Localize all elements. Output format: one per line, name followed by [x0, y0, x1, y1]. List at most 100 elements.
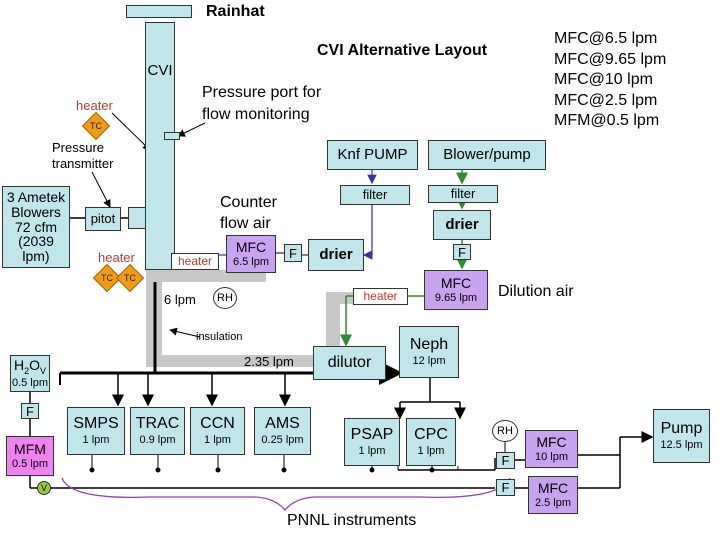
cvi-label: CVI	[147, 62, 173, 79]
drier-label: drier	[445, 216, 479, 234]
valve-label: V	[40, 483, 47, 493]
pitot-label: pitot	[90, 211, 116, 227]
tc-label: TC	[90, 121, 102, 131]
rainhat-label: Rainhat	[206, 3, 265, 20]
pressure-port	[164, 132, 180, 140]
mfc-counter-flow: MFC 6.5 lpm	[226, 235, 276, 273]
pitot-box: pitot	[85, 207, 121, 231]
legend-item: MFC@6.5 lpm	[554, 30, 658, 47]
mfm-box: MFM 0.5 lpm	[6, 436, 54, 476]
valve-icon: V	[37, 481, 51, 495]
legend: MFC@6.5 lpm MFC@9.65 lpm MFC@10 lpm MFC@…	[554, 30, 666, 130]
blowers-line: 3 Ametek	[6, 189, 66, 206]
ams-label: AMS	[265, 414, 300, 432]
filter-label: filter	[450, 186, 476, 202]
blowers-line: (2039 lpm)	[18, 233, 54, 265]
heater-label-top: heater	[76, 98, 113, 113]
mfc-label: MFC	[537, 479, 569, 496]
ccn-flow: 1 lpm	[204, 433, 231, 446]
pump-flow: 12.5 lpm	[660, 438, 703, 451]
ams-box: AMS 0.25 lpm	[254, 407, 311, 455]
pressure-transmitter-label-2: transmitter	[52, 156, 114, 171]
filter-letter: F	[458, 244, 466, 260]
cpc-label: CPC	[414, 425, 448, 443]
knf-pump-label: Knf PUMP	[337, 146, 408, 164]
neph-box: Neph 12 lpm	[399, 326, 459, 378]
drier-box-dilution: drier	[433, 210, 491, 240]
mfm-label: MFM	[14, 440, 46, 457]
counter-flow-label-1: Counter	[220, 194, 277, 211]
blower-pump-label: Blower/pump	[443, 146, 531, 164]
filter-box-blower: filter	[428, 185, 498, 203]
legend-item: MFM@0.5 lpm	[554, 112, 660, 130]
psap-label: PSAP	[350, 425, 394, 443]
trac-box: TRAC 0.9 lpm	[130, 407, 185, 455]
psap-flow: 1 lpm	[358, 444, 386, 457]
heater-box-counter: heater	[171, 253, 219, 270]
legend-item: MFC@9.65 lpm	[554, 50, 667, 68]
counter-flow-label-2: flow air	[220, 215, 271, 232]
pump-box: Pump 12.5 lpm	[653, 409, 710, 463]
tc-label: TC	[124, 273, 136, 283]
smps-label: SMPS	[73, 414, 119, 432]
filter-letter: F	[501, 480, 510, 495]
mfc-label: MFC	[536, 433, 567, 450]
filter-letter: F	[289, 245, 297, 261]
filter-letter: F	[501, 453, 510, 468]
mfc-flow: 2.5 lpm	[534, 496, 572, 509]
tc-label: TC	[101, 273, 113, 283]
rh-sensor-exhaust: RH	[492, 420, 518, 442]
heater-box-label: heater	[363, 289, 398, 304]
filter-icon-h2o: F	[21, 403, 39, 419]
blowers-line: Blowers	[11, 203, 61, 220]
trac-label: TRAC	[135, 414, 180, 432]
neph-flow: 12 lpm	[412, 354, 446, 367]
pressure-port-label-2: flow monitoring	[202, 106, 310, 123]
filter-icon-counter: F	[284, 244, 302, 262]
cpc-flow: 1 lpm	[417, 444, 445, 457]
mfc-dilution: MFC 9.65 lpm	[424, 270, 488, 310]
pressure-port-label-1: Pressure port for	[202, 84, 322, 101]
filter-icon-mfc25: F	[496, 479, 515, 496]
mfm-flow: 0.5 lpm	[11, 457, 49, 470]
heater-label-bottom: heater	[98, 250, 135, 265]
dilution-air-label: Dilution air	[498, 283, 574, 300]
cvi-tube: CVI	[145, 22, 175, 270]
diagram-title: CVI Alternative Layout	[317, 42, 488, 59]
drier-label: drier	[319, 246, 353, 264]
h2o-vapor-box: H2OV 0.5 lpm	[10, 355, 50, 392]
dilutor-box: dilutor	[313, 346, 386, 380]
filter-icon-mfc10: F	[496, 452, 515, 469]
trac-flow: 0.9 lpm	[139, 433, 176, 446]
drier-box-counter: drier	[308, 239, 364, 271]
h2o-sub: 2	[24, 365, 30, 376]
psap-box: PSAP 1 lpm	[344, 418, 400, 466]
rainhat-box	[126, 5, 192, 18]
mfc-10: MFC 10 lpm	[525, 430, 578, 468]
rh-sensor-counter: RH	[213, 287, 237, 309]
rh-label: RH	[497, 425, 513, 437]
smps-flow: 1 lpm	[82, 433, 110, 446]
h2o-o: O	[29, 356, 40, 373]
flow-235-label: 2.35 lpm	[244, 354, 294, 369]
mfc-2-5: MFC 2.5 lpm	[528, 476, 578, 514]
legend-item: MFC@2.5 lpm	[554, 91, 658, 109]
mfc-label: MFC	[440, 274, 472, 291]
ccn-label: CCN	[200, 414, 235, 432]
h2o-flow: 0.5 lpm	[11, 376, 49, 389]
blowers-line: 72 cfm	[14, 218, 57, 235]
mfc-flow: 9.65 lpm	[434, 291, 478, 304]
rh-label: RH	[217, 292, 233, 304]
dilutor-label: dilutor	[327, 353, 372, 371]
cvi-side-block	[128, 207, 146, 229]
legend-item: MFC@10 lpm	[554, 71, 653, 89]
pressure-transmitter-label-1: Pressure	[52, 140, 105, 155]
h2o-v: V	[40, 365, 47, 376]
insulation-label: insulation	[196, 331, 243, 343]
filter-box-knf: filter	[340, 185, 410, 205]
h2o-h: H	[13, 356, 25, 373]
filter-icon-dilution: F	[453, 244, 471, 260]
knf-pump-box: Knf PUMP	[327, 140, 418, 170]
pump-label: Pump	[660, 419, 703, 437]
